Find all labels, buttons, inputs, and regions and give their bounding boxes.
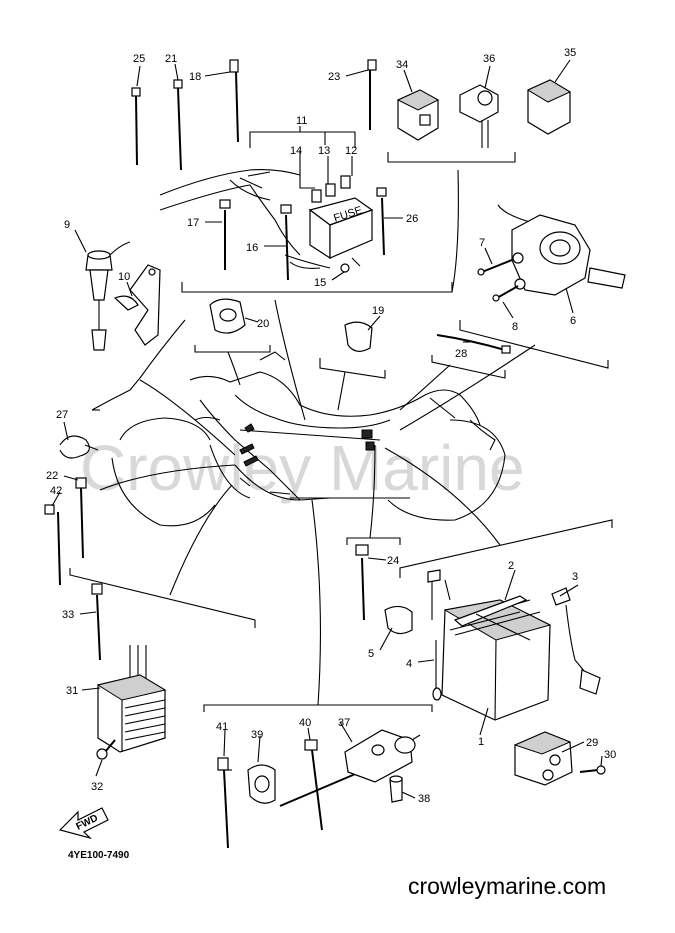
callout-10: 10 <box>118 271 130 283</box>
callout-35: 35 <box>564 47 576 59</box>
tie-33 <box>96 594 101 661</box>
tie-22 <box>80 487 84 559</box>
callout-39: 39 <box>251 729 263 741</box>
fuse-14-icon <box>311 189 322 203</box>
main-harness-group: FUSE <box>159 169 374 273</box>
battery-lead-3 <box>551 587 601 695</box>
callout-22: 22 <box>46 470 58 482</box>
tie-head-33 <box>91 583 103 595</box>
fwd-arrow-icon: FWD <box>58 807 109 840</box>
watermark: Crowley Marine <box>80 432 525 504</box>
callout-17: 17 <box>187 217 199 229</box>
callout-leaders <box>51 59 603 799</box>
callout-30: 30 <box>604 749 616 761</box>
group-lines <box>69 126 613 712</box>
battery-1 <box>441 599 552 721</box>
site-url: crowleymarine.com <box>408 873 606 899</box>
tie-head-22 <box>75 477 87 489</box>
callout-33: 33 <box>62 609 74 621</box>
drawing-code: 4YE100-7490 <box>68 850 130 861</box>
callout-4: 4 <box>406 658 412 670</box>
fuse-12-icon <box>340 175 351 189</box>
callout-24: 24 <box>387 555 399 567</box>
callout-19: 19 <box>372 305 384 317</box>
callout-numbers: 1 2 3 4 5 6 7 8 9 10 11 12 13 14 15 16 1… <box>46 47 616 805</box>
cable-tie-28 <box>436 334 506 351</box>
callout-28: 28 <box>455 348 467 360</box>
callout-21: 21 <box>165 53 177 65</box>
callout-3: 3 <box>572 571 578 583</box>
screw-38 <box>389 775 403 803</box>
callout-37: 37 <box>338 717 350 729</box>
callout-8: 8 <box>512 321 518 333</box>
callout-27: 27 <box>56 409 68 421</box>
clamp-5 <box>384 605 413 635</box>
callout-32: 32 <box>91 781 103 793</box>
callout-12: 12 <box>345 145 357 157</box>
callout-36: 36 <box>483 53 495 65</box>
callout-34: 34 <box>396 59 408 71</box>
callout-7: 7 <box>479 237 485 249</box>
ignition-switch <box>477 204 626 302</box>
cable-ties-top <box>131 59 387 281</box>
callout-29: 29 <box>586 737 598 749</box>
callout-23: 23 <box>328 71 340 83</box>
clamp-20 <box>209 298 246 334</box>
callout-11: 11 <box>296 115 307 127</box>
horn-9 <box>85 241 131 351</box>
tie-41 <box>223 769 229 849</box>
callout-20: 20 <box>257 318 269 330</box>
callout-5: 5 <box>368 648 374 660</box>
motorcycle-frame <box>111 351 506 527</box>
screw-icon <box>340 263 350 273</box>
tie-head-40 <box>304 739 318 751</box>
fuse-box: FUSE <box>308 197 374 260</box>
battery-band-2 <box>453 595 531 641</box>
tie-head-41 <box>217 757 229 771</box>
tie-head-28 <box>501 345 511 354</box>
callout-15: 15 <box>314 277 326 289</box>
callout-9: 9 <box>64 219 70 231</box>
callout-38: 38 <box>418 793 430 805</box>
callout-16: 16 <box>246 242 258 254</box>
callout-41: 41 <box>216 721 228 733</box>
callout-42: 42 <box>50 485 62 497</box>
starter-relay-29 <box>513 731 606 786</box>
clamp-19 <box>344 321 373 352</box>
switch-37 <box>279 729 421 807</box>
callout-40: 40 <box>299 717 311 729</box>
callout-2: 2 <box>508 560 514 572</box>
tie-head-42 <box>44 504 55 515</box>
clamp-39 <box>247 764 276 804</box>
relay-group <box>396 79 572 148</box>
clip-27 <box>59 435 99 459</box>
tie-40 <box>311 749 323 831</box>
fuse-13-icon <box>325 183 336 197</box>
callout-6: 6 <box>570 315 576 327</box>
battery-lead-4 <box>427 569 442 701</box>
callout-1: 1 <box>478 736 484 748</box>
callout-25: 25 <box>133 53 145 65</box>
callout-26: 26 <box>406 213 418 225</box>
callout-13: 13 <box>318 145 330 157</box>
callout-14: 14 <box>290 145 302 157</box>
tie-42 <box>57 511 61 586</box>
tie-24 <box>361 557 365 621</box>
tie-head-24 <box>355 544 369 556</box>
callout-18: 18 <box>189 71 201 83</box>
regulator-31 <box>96 645 167 760</box>
bracket-10 <box>113 264 161 346</box>
callout-31: 31 <box>66 685 78 697</box>
